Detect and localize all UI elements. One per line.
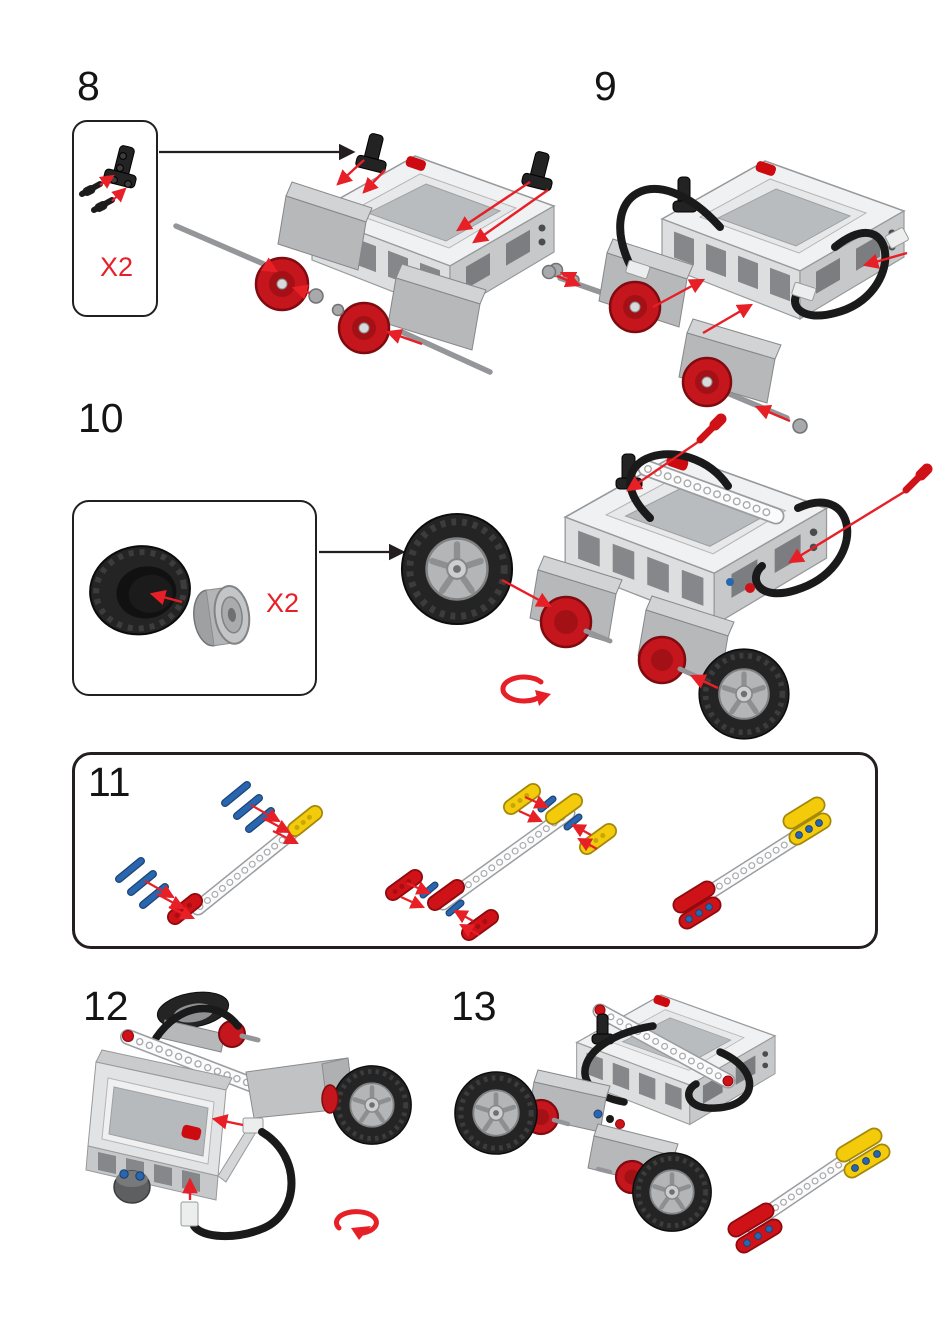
step-number: 11 (88, 759, 131, 805)
step9-model-illustration (541, 159, 909, 434)
step8-model-illustration (173, 133, 580, 375)
step12-model-illustration (85, 991, 436, 1241)
leader-arrow-icon (319, 543, 406, 561)
step11-subassemblies-illustration (115, 781, 832, 941)
step-13-panel: 13 (430, 980, 950, 1326)
step-12-panel: 12 (0, 980, 470, 1326)
step10-parts-callout: X2 (72, 500, 317, 696)
step-number: 10 (78, 395, 124, 441)
leader-arrow-icon (159, 143, 356, 161)
step-10-panel: 10 X2 (0, 390, 950, 750)
step8-parts-callout: X2 (72, 120, 158, 317)
step-number: 9 (594, 63, 617, 109)
rotate-arrow-icon (333, 1209, 379, 1240)
tire-and-rim-icon (89, 545, 251, 647)
step-number: 13 (451, 983, 497, 1029)
step-11-panel: 11 (72, 752, 878, 949)
quantity-label: X2 (100, 252, 134, 282)
beam-assembly-2 (385, 783, 617, 941)
angle-bracket-with-pins-icon (79, 145, 137, 213)
step13-model-illustration (448, 993, 776, 1276)
step13-beam-assembly-illustration (727, 1127, 891, 1254)
beam-assembly-1 (115, 781, 323, 925)
rotate-arrow-icon (500, 674, 551, 706)
step-number: 8 (77, 63, 100, 109)
step-8-panel: 8 (0, 0, 950, 395)
quantity-label: X2 (265, 588, 299, 618)
step-number: 12 (83, 983, 129, 1029)
beam-assembly-3 (672, 796, 832, 930)
step-9-panel: 9 (530, 0, 950, 460)
step10-model-illustration (398, 413, 933, 743)
